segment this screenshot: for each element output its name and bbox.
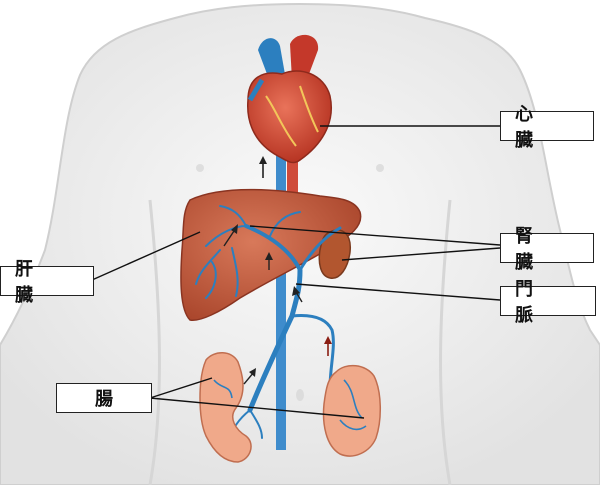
leader-kidney-a	[249, 225, 501, 246]
label-portal-vein: 門 脈	[500, 279, 596, 326]
label-kidney: 腎 臓	[500, 226, 594, 273]
leader-lines	[91, 125, 501, 419]
flow-arrow-liver	[223, 224, 238, 247]
right-nipple	[376, 164, 384, 172]
flow-arrow-intestine-left	[243, 368, 256, 385]
leader-portal	[295, 283, 501, 301]
intestine-organ	[199, 352, 382, 463]
left-nipple	[196, 164, 204, 172]
vena-cava	[276, 150, 286, 450]
label-heart: 心 臓	[500, 104, 594, 151]
flow-arrow-heart	[259, 156, 267, 178]
flow-arrow-portal	[292, 286, 303, 303]
navel	[296, 389, 304, 401]
label-liver: 肝 臓	[0, 259, 94, 306]
leader-liver	[91, 231, 201, 281]
leader-kidney-b	[341, 247, 501, 261]
leader-intestine-a	[149, 377, 213, 399]
label-intestine: 腸	[56, 383, 152, 413]
leader-intestine-b	[149, 397, 365, 419]
heart-organ	[247, 34, 332, 164]
portal-vein-network	[195, 205, 342, 441]
torso-inner-shading	[148, 199, 452, 485]
flow-arrow-cava	[265, 252, 273, 270]
flow-arrow-intestine-right	[324, 336, 332, 356]
